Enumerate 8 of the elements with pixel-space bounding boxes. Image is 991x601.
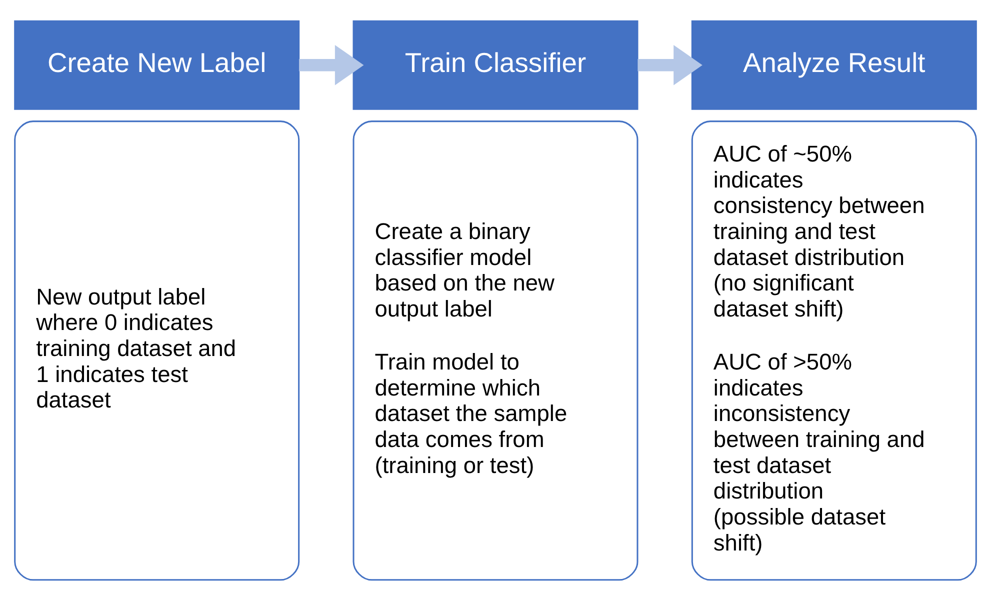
node-box: New output label where 0 indicates training dataset and 1 indicates test dataset: [14, 120, 300, 581]
node-box: Train Classifier: [352, 20, 638, 110]
arrow: [638, 44, 702, 86]
node-box: Analyze Result: [691, 20, 977, 110]
arrow: [299, 44, 364, 86]
node-box: AUC of ~50% indicates consistency between training and test dataset distribution (no significant dataset shift) AUC of >50% indicates inconsistency between training and test dataset distribution (possible dataset shift): [691, 120, 977, 581]
node-box: Create a binary classifier model based on the new output label Train model to determine which dataset the sample data comes from (training or test): [352, 120, 638, 581]
node-box: Create New Label: [14, 20, 300, 110]
